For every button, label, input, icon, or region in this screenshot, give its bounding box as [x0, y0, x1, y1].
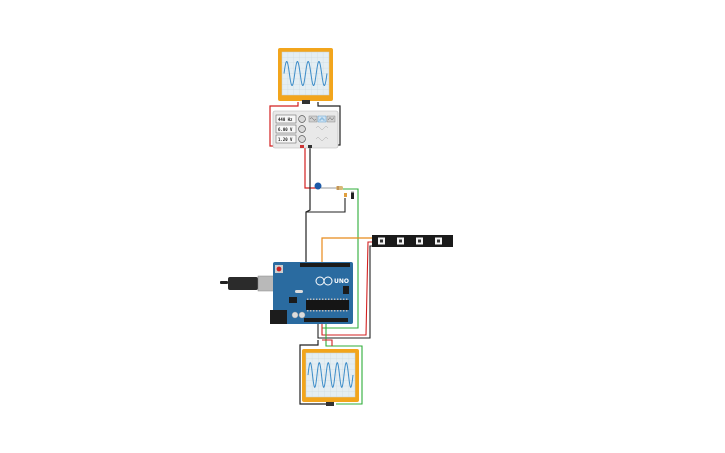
chip-pin: [340, 310, 342, 312]
diode-band: [351, 191, 354, 193]
chip-pin: [328, 310, 330, 312]
digital-header[interactable]: [300, 263, 350, 267]
power-jack[interactable]: [270, 310, 287, 324]
wire-bottom-scope-green[interactable]: [325, 322, 363, 405]
chip-pin: [313, 298, 315, 300]
chip-pin: [310, 298, 312, 300]
chip-pin: [337, 310, 339, 312]
wires: [269, 102, 374, 405]
chip-pin: [346, 298, 348, 300]
strip-pixel-chip: [399, 239, 402, 243]
wire-bottom-scope-red[interactable]: [322, 339, 333, 346]
chip-pin: [316, 310, 318, 312]
led-resistor-group[interactable]: [314, 182, 355, 200]
blue-led[interactable]: [314, 182, 322, 190]
capacitor-1: [291, 311, 299, 319]
sine-icon: [309, 117, 317, 121]
chip-pins: [307, 298, 348, 312]
chip-pin: [319, 298, 321, 300]
wire-led-green[interactable]: [322, 188, 359, 329]
generator-terminal-neg[interactable]: [308, 145, 312, 148]
frequency-readout: [275, 114, 297, 124]
led-strip[interactable]: [372, 235, 453, 247]
wire-strip-black[interactable]: [317, 245, 374, 339]
chip-pin: [307, 310, 309, 312]
scope-terminal[interactable]: [326, 402, 334, 406]
frequency-knob[interactable]: [298, 115, 306, 123]
chip-pin: [331, 310, 333, 312]
resistor[interactable]: [336, 186, 343, 190]
capacitor-2: [298, 311, 306, 319]
wave-preview-2: [315, 137, 329, 141]
amplitude-knob[interactable]: [298, 125, 306, 133]
chip-pin: [334, 298, 336, 300]
chip-pin: [322, 298, 324, 300]
voltage-regulator: [289, 297, 297, 303]
bottom-oscilloscope[interactable]: [302, 349, 359, 406]
chip-pin: [310, 310, 312, 312]
function-generator[interactable]: 440 Hz 6.00 V 1.20 V: [272, 110, 339, 149]
wire-strip-red[interactable]: [321, 241, 374, 336]
chip-pin: [337, 298, 339, 300]
scope-waveform: [283, 61, 328, 86]
scope-waveform: [307, 361, 354, 389]
wire-bottom-scope-black[interactable]: [299, 340, 328, 405]
scope-terminal[interactable]: [302, 100, 310, 104]
chip-pin: [343, 298, 345, 300]
chip-pin: [325, 298, 327, 300]
scope-grid: [282, 52, 329, 95]
amplitude-value: 6.00 V: [278, 127, 293, 132]
chip-pin: [328, 298, 330, 300]
wave-preview-1: [315, 126, 329, 130]
wire-gen-arduino-black[interactable]: [305, 146, 311, 262]
chip-pin: [307, 298, 309, 300]
arduino-board[interactable]: UNO: [220, 262, 353, 324]
icsp-header: [343, 286, 349, 294]
usb-cable: [220, 281, 228, 284]
chip-pin: [340, 298, 342, 300]
wire-led-black[interactable]: [306, 198, 346, 213]
chip-pin: [316, 298, 318, 300]
arduino-logo-right: [323, 276, 333, 286]
top-oscilloscope[interactable]: [278, 48, 333, 104]
offset-value: 1.20 V: [278, 137, 293, 142]
offset-knob[interactable]: [298, 135, 306, 143]
small-capacitor[interactable]: [344, 193, 347, 197]
generator-terminal-pos[interactable]: [300, 145, 304, 148]
usb-plug: [228, 277, 258, 290]
crystal: [295, 290, 303, 293]
strip-body: [372, 235, 453, 247]
chip-pin: [322, 310, 324, 312]
wire-strip-orange[interactable]: [321, 237, 374, 262]
chip-pin: [319, 310, 321, 312]
frequency-value: 440 Hz: [278, 117, 293, 122]
wire-gen-red[interactable]: [269, 102, 318, 189]
triangle-icon: [327, 117, 335, 121]
chip-pin: [343, 310, 345, 312]
chip-pin: [346, 310, 348, 312]
diode[interactable]: [351, 191, 354, 199]
offset-readout: [275, 134, 297, 144]
strip-pixel-chip: [418, 239, 421, 243]
atmega-chip: [306, 300, 349, 310]
strip-pixel-chip: [437, 239, 440, 243]
analog-header[interactable]: [304, 318, 348, 322]
chip-pin: [325, 310, 327, 312]
chip-pin: [331, 298, 333, 300]
chip-pin: [313, 310, 315, 312]
square-wave-button[interactable]: [317, 115, 327, 123]
reset-button[interactable]: [276, 266, 282, 272]
amplitude-readout: [275, 124, 297, 134]
strip-pixel-chip: [380, 239, 383, 243]
board-uno-label: UNO: [334, 278, 349, 285]
chip-pin: [334, 310, 336, 312]
square-icon: [319, 117, 325, 121]
scope-grid: [306, 353, 355, 397]
strip-pixels: [378, 237, 442, 245]
